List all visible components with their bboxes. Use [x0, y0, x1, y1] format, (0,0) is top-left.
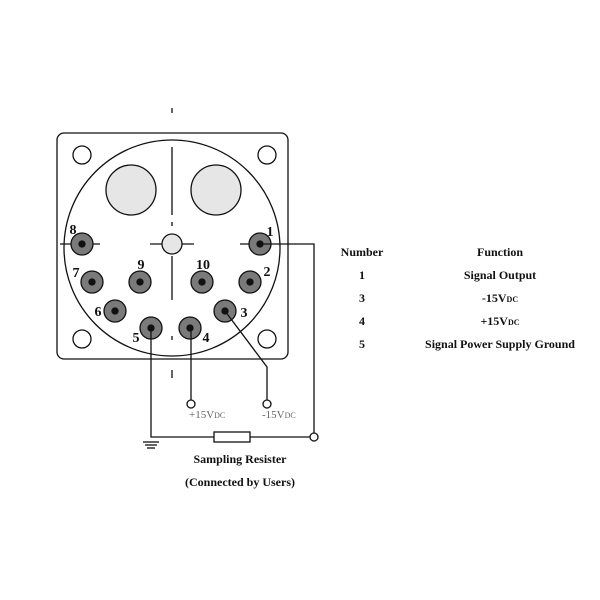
pin-function-table: Number Function 1 Signal Output 3 -15VDC 4 +1… [341, 245, 576, 351]
mounting-hole [72, 329, 92, 349]
pin-2 [238, 270, 262, 294]
pin-10 [190, 270, 214, 294]
row-number: 1 [359, 268, 365, 282]
plus15-label: +15VDC [189, 409, 225, 421]
terminal-signal [309, 432, 319, 442]
resistor-label: Sampling Resister [194, 452, 288, 466]
row-function: Signal Power Supply Ground [425, 337, 575, 351]
pin-label-6: 6 [95, 305, 102, 320]
pin-label-2: 2 [264, 265, 271, 280]
large-port-right [190, 164, 242, 216]
wiring [143, 243, 319, 449]
pin-4 [178, 316, 202, 340]
terminal-plus15 [186, 399, 196, 409]
ground-icon [143, 441, 159, 449]
connector-body [56, 132, 289, 360]
pin-label-4: 4 [203, 331, 210, 346]
terminal-minus15 [262, 399, 272, 409]
header-function: Function [477, 245, 523, 259]
pin-7 [80, 270, 104, 294]
pin-label-7: 7 [73, 266, 80, 281]
pin-label-3: 3 [241, 306, 248, 321]
pin-9 [128, 270, 152, 294]
resistor-note: (Connected by Users) [185, 475, 295, 489]
pin-6 [103, 299, 127, 323]
row-function: -15VDC [482, 291, 518, 305]
minus15-label: -15VDC [262, 409, 296, 421]
row-number: 4 [359, 314, 365, 328]
row-number: 3 [359, 291, 365, 305]
mounting-hole [257, 329, 277, 349]
large-port-left [105, 164, 157, 216]
pin-8 [70, 232, 94, 256]
pin-label-10: 10 [196, 258, 210, 273]
center-key [161, 233, 183, 255]
mounting-hole [257, 145, 277, 165]
pin-label-9: 9 [138, 258, 145, 273]
row-number: 5 [359, 337, 365, 351]
sampling-resistor [213, 431, 251, 443]
connector-face [63, 139, 281, 357]
pin-label-5: 5 [133, 331, 140, 346]
row-function: Signal Output [464, 268, 536, 282]
mounting-hole [72, 145, 92, 165]
header-number: Number [341, 245, 384, 259]
pin-label-1: 1 [267, 225, 274, 240]
pin-label-8: 8 [70, 223, 77, 238]
row-function: +15VDC [480, 314, 519, 328]
